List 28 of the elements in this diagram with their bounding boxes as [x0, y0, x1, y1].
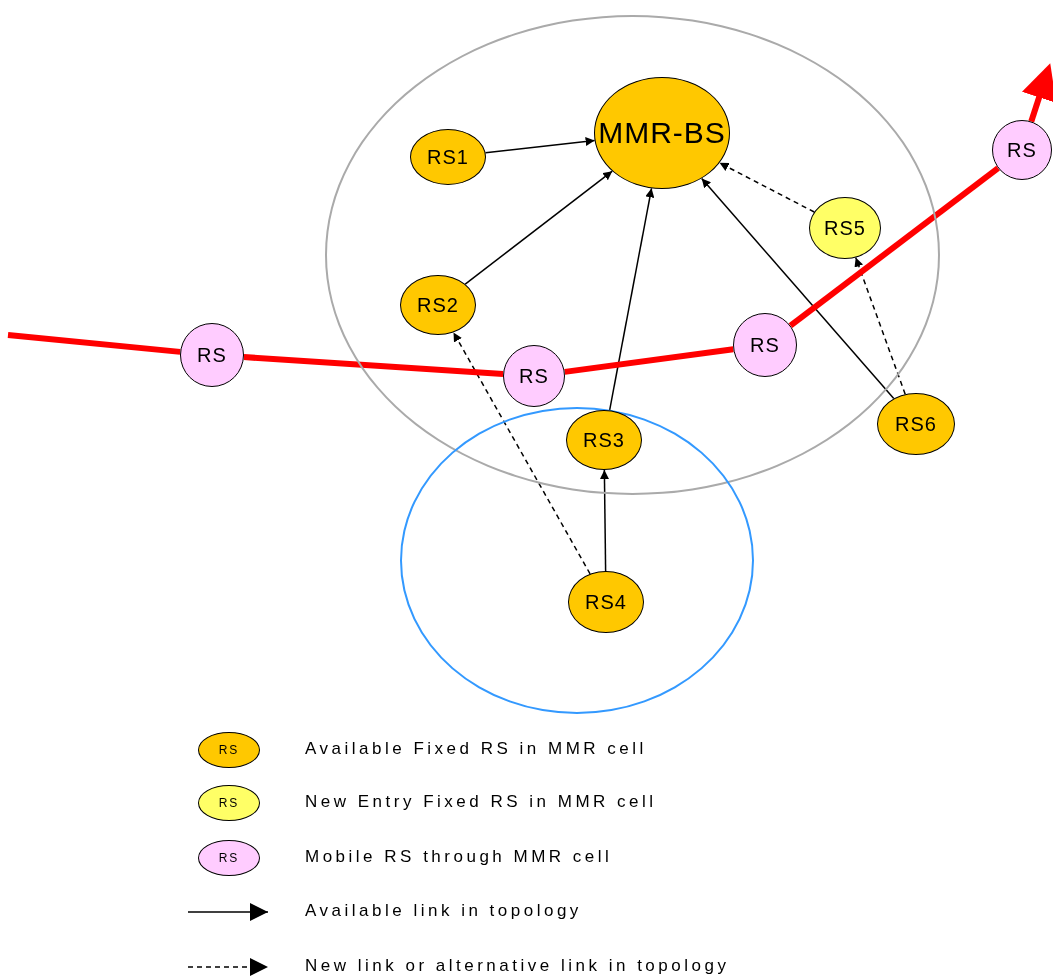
arrow — [600, 469, 609, 572]
legend-swatch: RS — [198, 840, 260, 876]
mobile-relay-node: RS — [503, 345, 565, 407]
mobile-relay-node: RS — [180, 323, 244, 387]
base-station-node: MMR-BS — [594, 77, 730, 189]
arrow — [718, 162, 815, 213]
legend-text: New Entry Fixed RS in MMR cell — [305, 792, 657, 812]
legend-swatch: RS — [198, 785, 260, 821]
mobile-relay-node: RS — [733, 313, 797, 377]
arrow — [484, 137, 596, 154]
relay-station-node: RS6 — [877, 393, 955, 455]
legend-swatch: RS — [198, 732, 260, 768]
legend-text: Available link in topology — [305, 901, 582, 921]
legend-text: New link or alternative link in topology — [305, 956, 730, 976]
relay-station-node: RS1 — [410, 129, 486, 185]
arrow — [854, 256, 906, 395]
relay-station-node: RS2 — [400, 275, 476, 335]
arrow — [608, 187, 655, 412]
legend-text: Available Fixed RS in MMR cell — [305, 739, 647, 759]
mobile-relay-node: RS — [992, 120, 1052, 180]
legend-text: Mobile RS through MMR cell — [305, 847, 613, 867]
relay-station-node: RS5 — [809, 197, 881, 259]
trajectory-arrow — [1022, 63, 1053, 123]
arrow — [452, 331, 591, 575]
arrow — [700, 177, 895, 400]
arrow — [464, 170, 613, 285]
relay-station-node: RS4 — [568, 571, 644, 633]
relay-station-node: RS3 — [566, 410, 642, 470]
